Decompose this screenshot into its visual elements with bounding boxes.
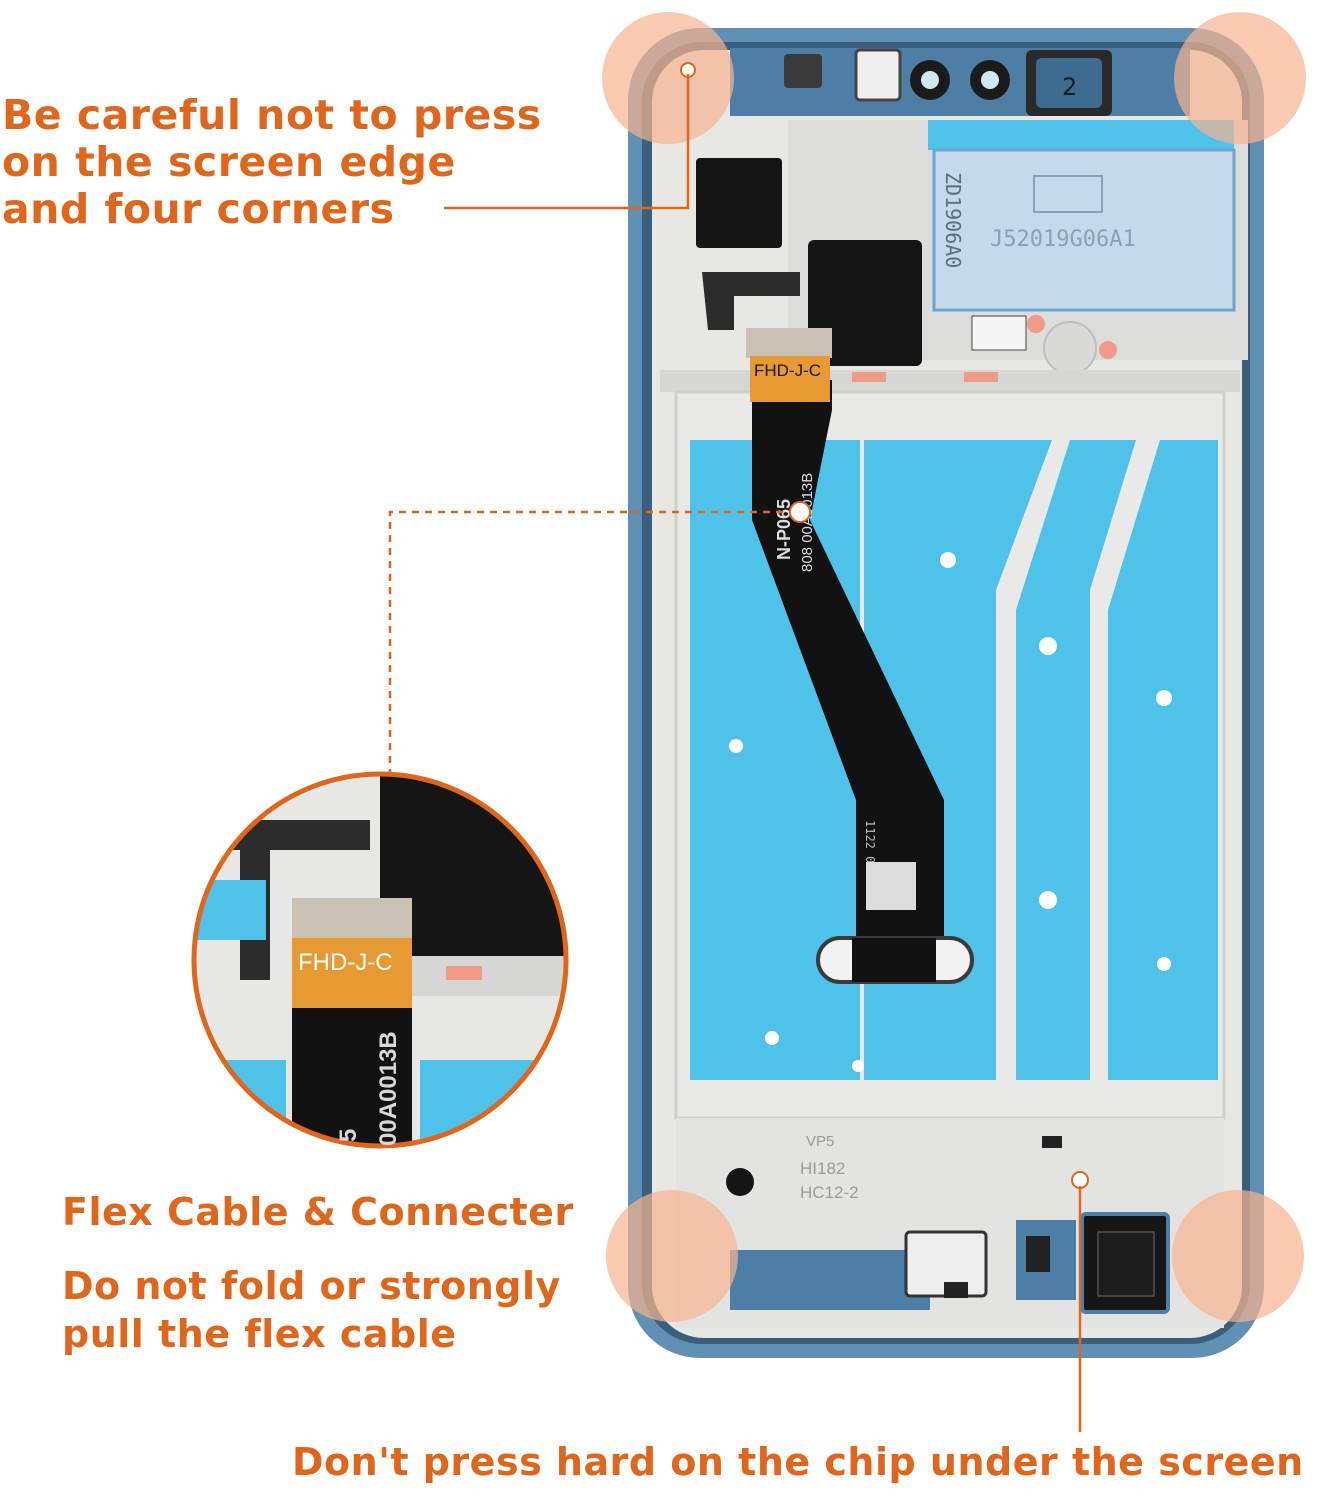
corner-highlight-bottom-left xyxy=(606,1190,738,1322)
bottom-code-3: HC12-2 xyxy=(800,1183,859,1202)
lcd-frame-assembly: 2 ZD1906A0 J52019G06A1 xyxy=(628,28,1264,1358)
zoom-serial: 00A0013B xyxy=(375,1031,402,1146)
corner-highlight-bottom-right xyxy=(1172,1190,1304,1322)
flex-connector-stiffener xyxy=(746,328,832,358)
blue-film-top xyxy=(928,120,1234,150)
leader-flex xyxy=(388,510,800,776)
corner-warning-line-2: on the screen edge xyxy=(2,138,456,186)
flex-cable-title: Flex Cable & Connecter xyxy=(62,1190,574,1234)
flex-cable-warning: Do not fold or strongly pull the flex ca… xyxy=(62,1262,561,1358)
zoom-connector-label: FHD-J-C xyxy=(298,949,393,976)
leader-corners xyxy=(444,74,690,210)
corner-highlights xyxy=(602,12,1306,1322)
corner-highlight-top-left xyxy=(602,12,734,144)
flex-warning-line-1: Do not fold or strongly xyxy=(62,1264,561,1308)
corner-warning: Be careful not to press on the screen ed… xyxy=(2,92,542,233)
cable-qr xyxy=(866,862,916,910)
cable-code-serial: 808 00A0013B xyxy=(799,473,816,572)
foam-pad-strip xyxy=(1016,440,1136,1080)
corner-warning-line-3: and four corners xyxy=(2,185,395,233)
flex-connector xyxy=(750,356,830,402)
zoom-digit: 5 xyxy=(335,1129,362,1142)
bottom-code-1: VP5 xyxy=(806,1133,834,1150)
zoom-ring xyxy=(191,771,569,1149)
flex-warning-line-2: pull the flex cable xyxy=(62,1312,457,1356)
camera-digit: 2 xyxy=(1062,73,1077,101)
bottom-connector-strip xyxy=(730,1250,930,1310)
black-chip-2 xyxy=(808,240,922,366)
bottom-code-2: HI182 xyxy=(800,1159,845,1178)
leader-lines xyxy=(388,74,1082,1432)
zoom-inset: FHD-J-C 00A0013B 5 xyxy=(191,771,569,1149)
black-chip-1 xyxy=(696,158,782,248)
corner-highlight-top-right xyxy=(1174,12,1306,144)
cable-code-main: N-P065 xyxy=(774,499,794,560)
top-sensor-block xyxy=(784,54,822,88)
shield-code-1: ZD1906A0 xyxy=(941,172,965,268)
foam-pad-right xyxy=(1108,440,1218,1080)
qr-tag xyxy=(971,315,1027,351)
shield-code-2: J52019G06A1 xyxy=(990,227,1136,252)
corner-warning-line-1: Be careful not to press xyxy=(2,91,542,139)
chip-warning: Don't press hard on the chip under the s… xyxy=(292,1440,1304,1484)
connector-label: FHD-J-C xyxy=(754,361,821,380)
